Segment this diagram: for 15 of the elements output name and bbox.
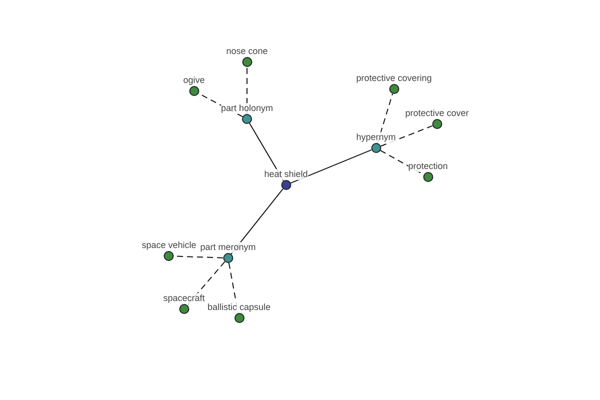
node-label: protective cover [405, 108, 469, 119]
node-label: protection [408, 161, 448, 172]
node-label: heat shield [264, 169, 308, 180]
node-label: part holonym [220, 103, 274, 114]
node-label: spacecraft [163, 293, 205, 304]
node-label: hypernym [356, 132, 396, 143]
dashed-connector [380, 125, 433, 147]
node-label: ogive [183, 75, 205, 86]
node-label: space vehicle [142, 240, 196, 251]
connector [290, 149, 372, 184]
node-label: protective covering [356, 73, 432, 84]
node-label: ballistic capsule [207, 302, 271, 313]
dashed-connector [186, 261, 226, 306]
node-label: part meronym [200, 242, 256, 253]
node-label: nose cone [226, 46, 268, 57]
